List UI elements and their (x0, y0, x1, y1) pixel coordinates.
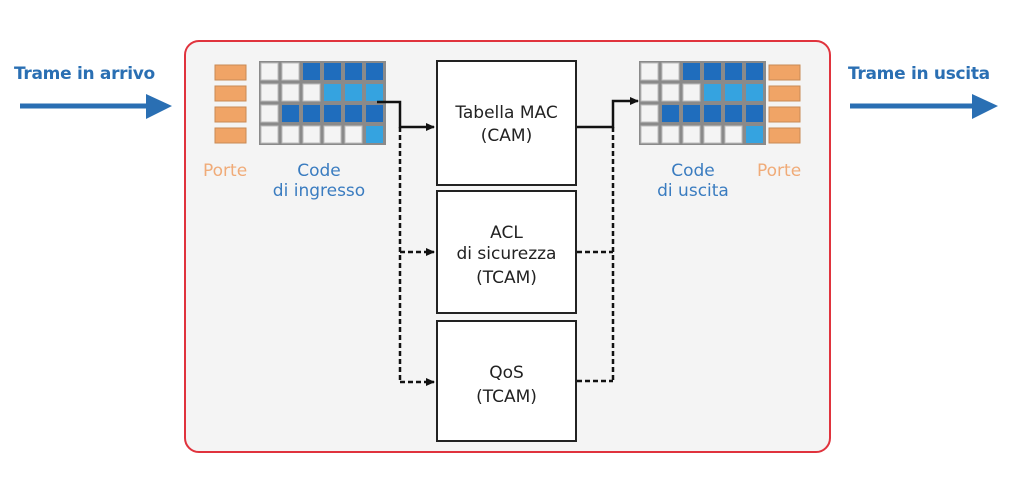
ingress-ports-label: Porte (203, 161, 247, 181)
mac-table-line1: Tabella MAC (454, 103, 557, 123)
ingress-queue-cell-empty (260, 62, 279, 81)
egress-queue-cell-empty (724, 125, 743, 144)
egress-queue-cell-empty (640, 62, 659, 81)
acl-table-box: ACL di sicurezza (TCAM) (436, 190, 577, 314)
ingress-queue-cell-dark (324, 105, 341, 122)
egress-queue-cell-dark (683, 63, 700, 80)
ingress-queue-cell-empty (344, 125, 363, 144)
mac-table-box: Tabella MAC (CAM) (436, 60, 577, 186)
egress-queue-cell-empty (682, 83, 701, 102)
egress-queue-cell-dark (725, 105, 742, 122)
ingress-queue-cell-dark (282, 105, 299, 122)
egress-queue-cell-dark (746, 105, 763, 122)
qos-table-line1: QoS (489, 363, 524, 383)
ingress-queue-cell-empty (281, 125, 300, 144)
egress-queue-cell-empty (703, 125, 722, 144)
ingress-queue-cell-light (366, 84, 383, 101)
ingress-queue-cell-dark (324, 63, 341, 80)
ingress-queue-cell-empty (260, 83, 279, 102)
ingress-queue-cell-empty (323, 125, 342, 144)
egress-queue-cell-empty (640, 83, 659, 102)
ingress-queue-cell-dark (345, 105, 362, 122)
egress-queue-cell-light (746, 126, 763, 143)
egress-port (768, 85, 801, 102)
egress-queues-label-line1: Code (671, 161, 715, 181)
egress-queue-cell-light (746, 84, 763, 101)
ingress-port (214, 127, 247, 144)
ingress-port (214, 106, 247, 123)
egress-queue-cell-empty (661, 125, 680, 144)
egress-queue-cell-empty (640, 104, 659, 123)
ingress-queue-cell-light (324, 84, 341, 101)
inbound-arrow-icon (20, 94, 172, 119)
egress-queue-cell-empty (640, 125, 659, 144)
ingress-queues-label-line2: di ingresso (273, 181, 365, 201)
ingress-queue-cell-light (366, 126, 383, 143)
egress-queue-cell-dark (704, 63, 721, 80)
egress-ports-label: Porte (757, 161, 801, 181)
egress-queue-cell-empty (661, 83, 680, 102)
ingress-queues (259, 61, 386, 145)
outbound-arrow-icon (850, 94, 998, 119)
mac-to-egress-connector (577, 97, 639, 129)
ingress-queue-cell-dark (366, 63, 383, 80)
ingress-queue-cell-empty (302, 83, 321, 102)
inbound-frames-label: Trame in arrivo (14, 64, 155, 84)
connectors (377, 97, 639, 386)
egress-queue-cell-light (704, 84, 721, 101)
ingress-queue-cell-dark (303, 105, 320, 122)
egress-queue-cell-dark (704, 105, 721, 122)
qos-table-line2: (TCAM) (476, 387, 537, 407)
mac-table-line2: (CAM) (481, 126, 532, 146)
ingress-ports (214, 64, 247, 144)
egress-port (768, 127, 801, 144)
egress-port (768, 64, 801, 81)
ingress-queue-cell-empty (302, 125, 321, 144)
egress-queue-cell-empty (661, 62, 680, 81)
egress-queue-cell-light (725, 84, 742, 101)
ingress-to-mac-connector (377, 100, 435, 131)
egress-queue-cell-empty (682, 125, 701, 144)
egress-ports (768, 64, 801, 144)
egress-queue-cell-dark (725, 63, 742, 80)
ingress-queue-cell-light (345, 84, 362, 101)
egress-queues-label-line2: di uscita (657, 181, 729, 201)
outbound-frames-label: Trame in uscita (848, 64, 990, 84)
acl-table-line2: di sicurezza (457, 244, 557, 264)
ingress-queue-cell-dark (303, 63, 320, 80)
ingress-queue-cell-empty (281, 83, 300, 102)
acl-table-line1: ACL (490, 223, 523, 243)
acl-table-line3: (TCAM) (476, 268, 537, 288)
ingress-queue-cell-empty (281, 62, 300, 81)
egress-queue-cell-dark (683, 105, 700, 122)
egress-queue-cell-dark (662, 105, 679, 122)
ingress-queue-cell-empty (260, 104, 279, 123)
qos-table-box: QoS (TCAM) (436, 320, 577, 442)
ingress-queue-cell-empty (260, 125, 279, 144)
ingress-queues-label-line1: Code (297, 161, 341, 181)
egress-queues (639, 61, 766, 145)
egress-port (768, 106, 801, 123)
ingress-queue-cell-dark (345, 63, 362, 80)
ingress-port (214, 85, 247, 102)
ingress-queue-cell-dark (366, 105, 383, 122)
ingress-port (214, 64, 247, 81)
egress-queue-cell-dark (746, 63, 763, 80)
